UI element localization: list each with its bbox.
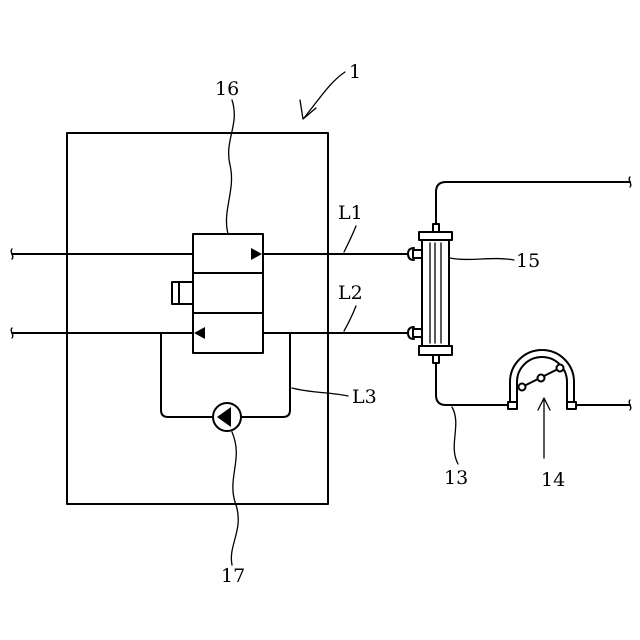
leader-line-l1 (344, 226, 356, 252)
line-l2-left-end (11, 328, 13, 338)
label-pump-14: 14 (541, 469, 565, 491)
filter-top-nozzle (433, 224, 439, 232)
leader-device-1-arrowhead (300, 100, 316, 119)
roller-pump-inlet (508, 402, 517, 409)
leader-pump-17 (231, 432, 238, 565)
label-tube-13: 13 (444, 467, 468, 489)
valve-block-middle (193, 273, 263, 313)
filter-bottom-nozzle (433, 355, 439, 363)
label-unit-16: 16 (215, 78, 239, 100)
tube-13 (436, 363, 512, 405)
leader-unit-16 (226, 100, 234, 234)
leader-device-1 (304, 72, 345, 118)
filter-port-l2-stub (413, 329, 422, 337)
filter-top-line (436, 182, 630, 224)
roller-pump-roller-1 (519, 384, 526, 391)
leader-tube-13 (452, 407, 458, 464)
leader-line-l2 (344, 306, 356, 331)
filter-top-cap (419, 232, 452, 240)
filter-bottom-cap (419, 346, 452, 355)
line-l1-left-end (11, 249, 13, 259)
roller-pump-roller-2 (557, 365, 564, 372)
label-pump-17: 17 (221, 565, 245, 587)
leader-filter-15 (450, 258, 514, 260)
filter-top-line-end (629, 177, 631, 187)
leader-line-l3 (292, 388, 348, 396)
label-line-l3: L3 (352, 386, 377, 408)
roller-pump-outlet-end (629, 400, 631, 410)
label-line-l2: L2 (338, 282, 363, 304)
roller-pump-hub (538, 375, 545, 382)
label-device-1: 1 (349, 61, 361, 83)
filter-port-l1-stub (413, 250, 422, 258)
valve-actuator (172, 282, 193, 304)
roller-pump-outlet (567, 402, 576, 409)
label-filter-15: 15 (516, 250, 540, 272)
label-line-l1: L1 (338, 202, 363, 224)
